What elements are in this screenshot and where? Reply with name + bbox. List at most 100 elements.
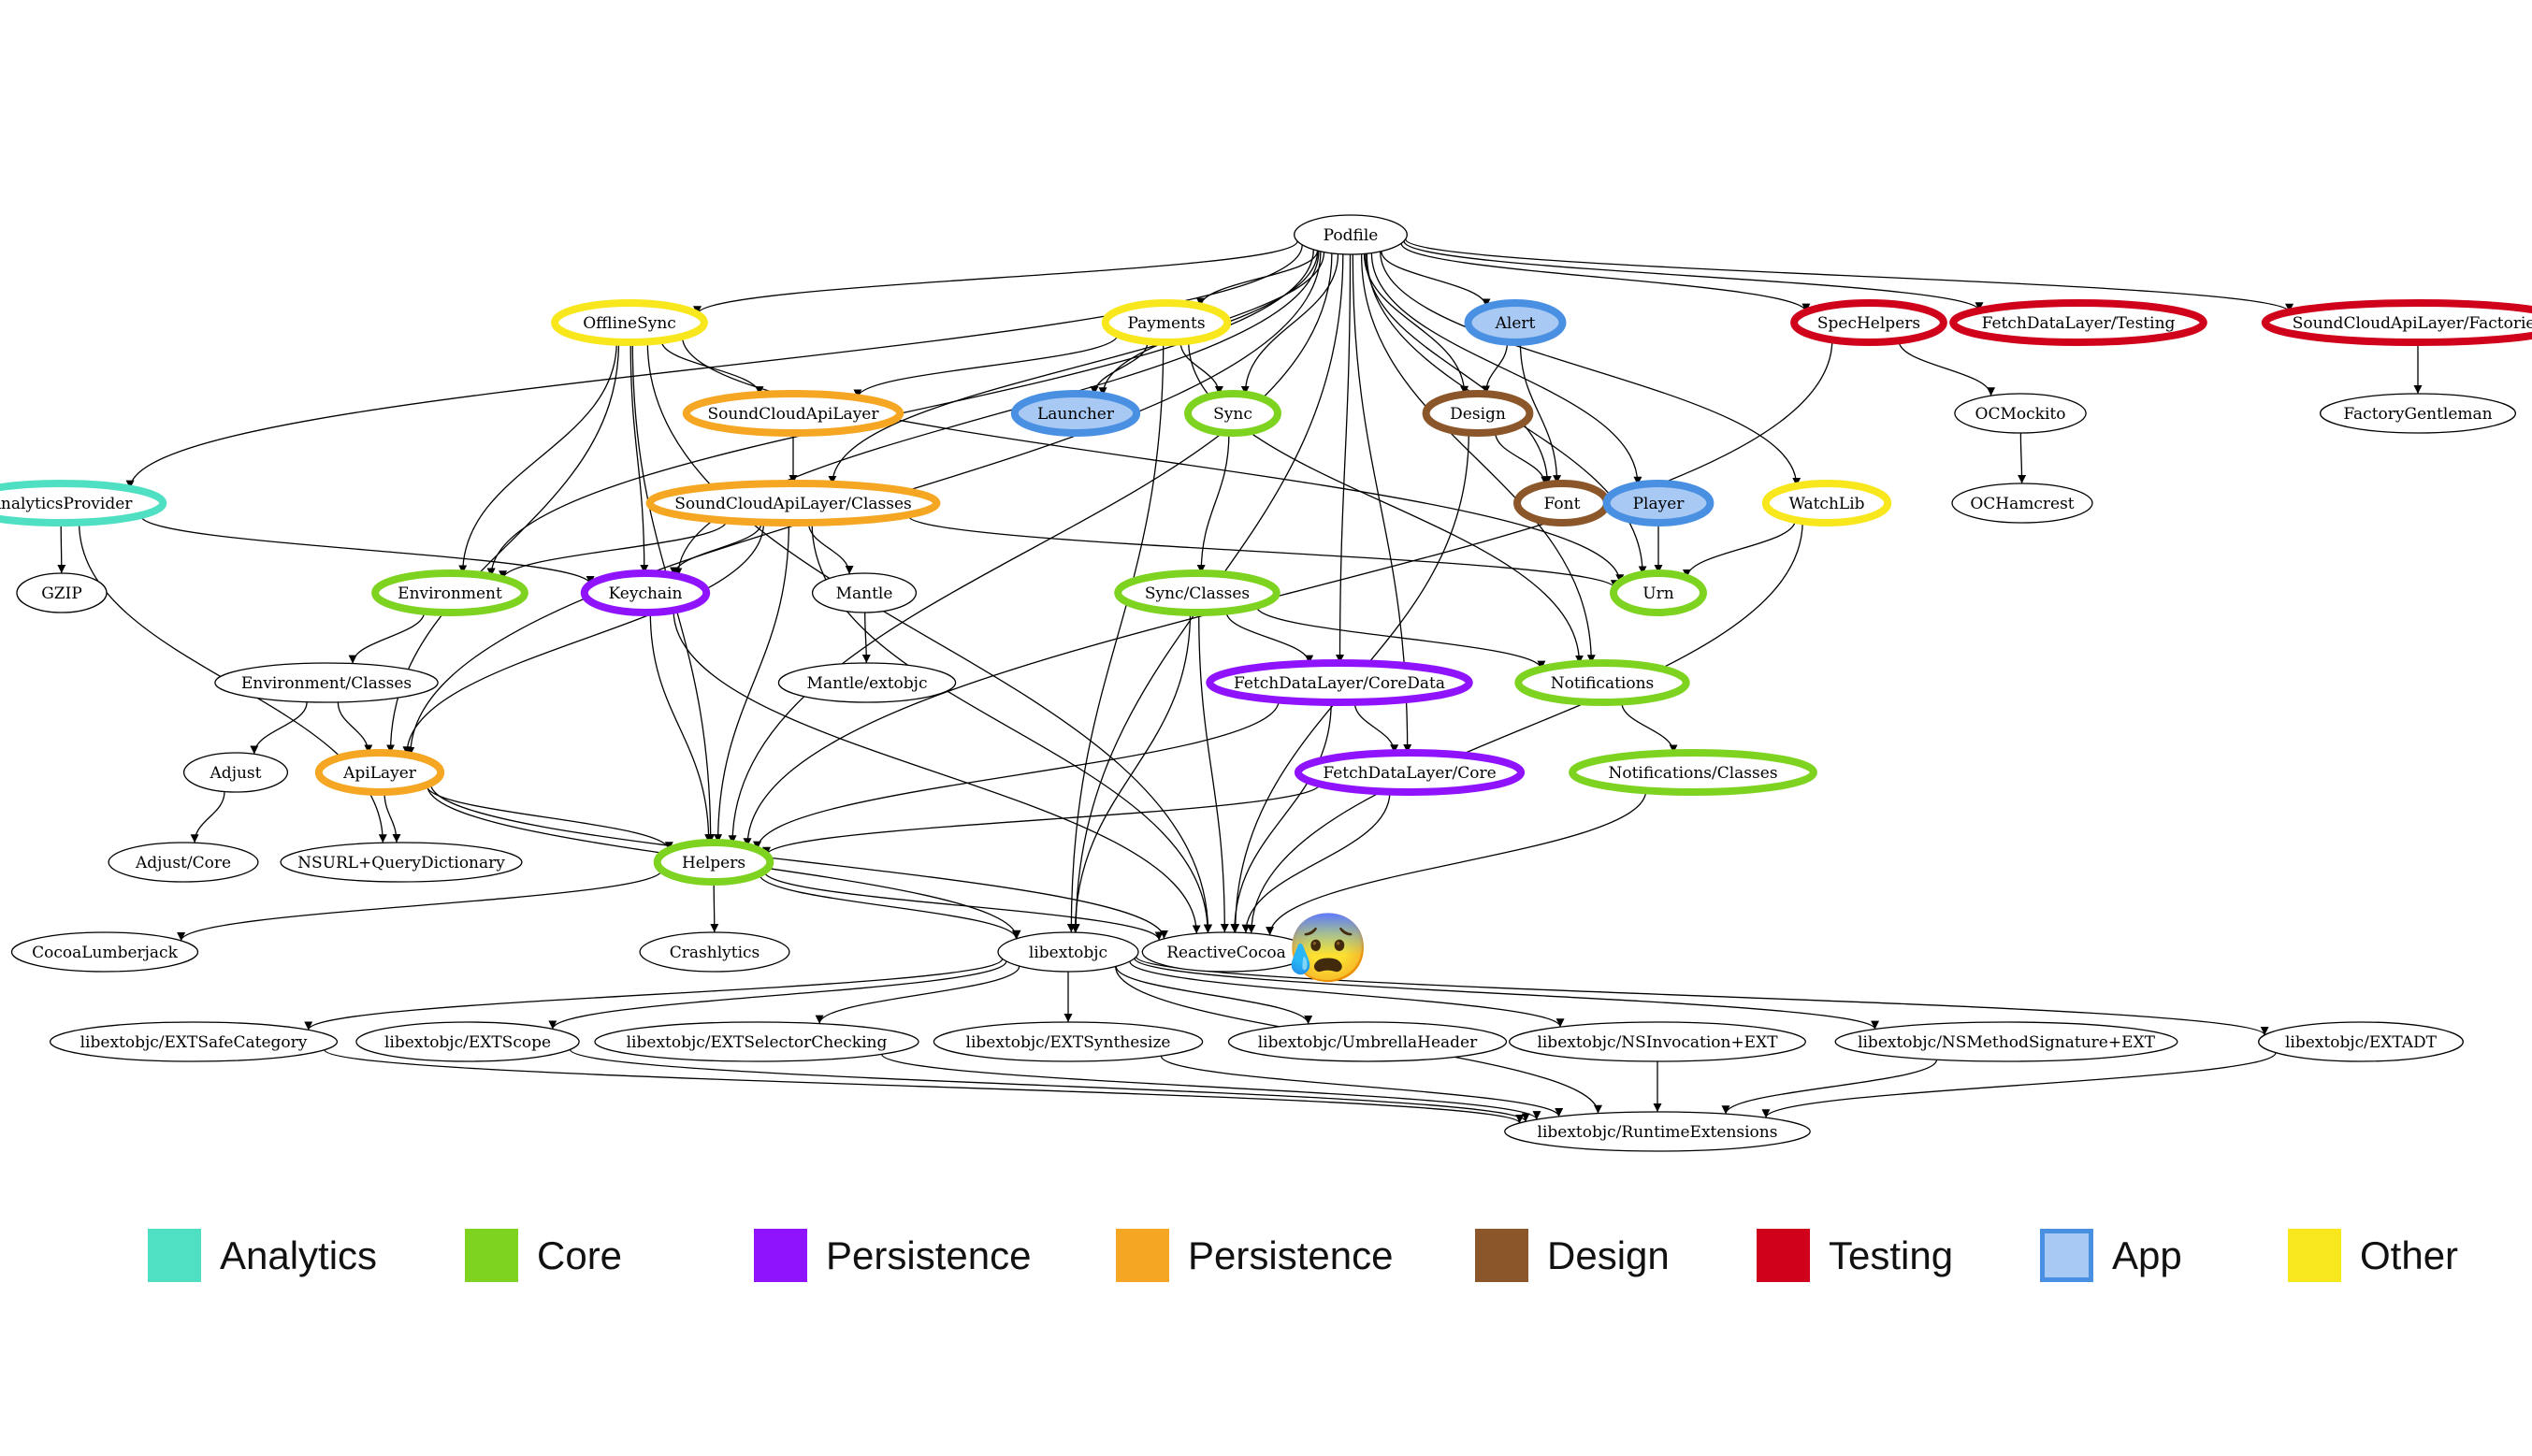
edge-sync_classes-to-fdl_coredata: [1225, 611, 1314, 664]
node-label: NSURL+QueryDictionary: [297, 854, 505, 872]
node-adjust-core: Adjust/Core: [108, 842, 259, 883]
edge-lx_adt-to-lx_runtime: [1761, 1052, 2277, 1118]
legend-label: Persistence: [826, 1233, 1031, 1277]
node-helpers: Helpers: [653, 839, 774, 886]
node-shape: [777, 662, 957, 703]
node-shape: [1504, 1111, 1811, 1152]
node-lx-safecat: libextobjc/EXTSafeCategory: [49, 1021, 339, 1062]
edge-offlinesync-to-urn: [681, 336, 1625, 584]
node-apilayer: ApiLayer: [314, 749, 445, 796]
node-keychain: Keychain: [580, 569, 711, 616]
node-label: Player: [1633, 495, 1686, 513]
edge-podfile-to-spechelpers: [1400, 242, 1811, 312]
node-shape: [645, 480, 941, 526]
edge-libextobjc-to-lx_scope: [548, 960, 1007, 1030]
node-reactivecocoa: ReactiveCocoa: [1141, 931, 1311, 973]
node-shape: [355, 1021, 580, 1062]
node-label: FetchDataLayer/Core: [1323, 764, 1496, 783]
edge-fdl_core-to-reactivecocoa: [1241, 791, 1391, 933]
edge-env_classes-to-adjust: [250, 701, 308, 755]
edge-notif_classes-to-reactivecocoa: [1266, 790, 1647, 936]
node-cocoalumberjack: CocoaLumberjack: [10, 931, 199, 973]
node-scapi-classes: SoundCloudApiLayer/Classes: [645, 480, 941, 526]
edge-podfile-to-offlinesync: [693, 240, 1298, 315]
edge-apilayer-to-reactivecocoa: [429, 783, 1168, 939]
node-label: OCHamcrest: [1970, 495, 2074, 513]
edge-fdl_coredata-to-reactivecocoa: [1230, 701, 1332, 933]
node-shape: [1954, 393, 2087, 434]
edge-podfile-to-scapi_classes: [828, 250, 1319, 484]
edge-podfile-to-fdl_testing: [1403, 240, 1984, 311]
node-shape: [1951, 483, 2093, 524]
edge-libextobjc-to-lx_selcheck: [815, 965, 1020, 1024]
node-ocmockito: OCMockito: [1954, 393, 2087, 434]
edge-watchlib-to-urn: [1682, 519, 1796, 578]
node-shape: [1010, 390, 1141, 437]
edge-analyticsprovider-to-gzip: [57, 522, 66, 574]
edge-scapi_classes-to-apilayer: [402, 522, 765, 756]
node-offlinesync: OfflineSync: [551, 299, 708, 346]
node-label: Design: [1450, 405, 1506, 424]
node-label: WatchLib: [1788, 495, 1864, 513]
node-shape: [2319, 393, 2517, 434]
node-label: Payments: [1127, 314, 1205, 333]
node-sync-classes: Sync/Classes: [1114, 569, 1280, 616]
node-label: ApiLayer: [342, 764, 417, 783]
edge-podfile-to-payments: [1196, 250, 1319, 307]
edge-libextobjc-to-lx_safecat: [304, 958, 1004, 1031]
node-label: Alert: [1495, 314, 1536, 333]
node-label: Launcher: [1037, 405, 1115, 424]
node-fdl-coredata: FetchDataLayer/CoreData: [1206, 659, 1473, 706]
node-payments: Payments: [1101, 299, 1232, 346]
legend-label: Design: [1547, 1233, 1670, 1277]
node-shape: [2258, 1021, 2464, 1062]
node-font: Font: [1513, 480, 1611, 526]
node-label: ReactiveCocoa: [1166, 944, 1286, 962]
edge-environment-to-env_classes: [348, 611, 426, 664]
edge-podfile-to-alert: [1381, 251, 1491, 308]
legend-label: Other: [2360, 1233, 2458, 1277]
node-label: Environment: [398, 584, 502, 603]
node-label: libextobjc/EXTSafeCategory: [80, 1033, 308, 1052]
node-label: Font: [1544, 495, 1581, 513]
node-shape: [1141, 931, 1311, 973]
node-shape: [1294, 214, 1408, 255]
edge-offlinesync-to-keychain: [629, 341, 649, 574]
edge-helpers-to-reactivecocoa: [763, 871, 1164, 941]
edge-apilayer-to-nsurl_qd: [383, 791, 401, 843]
edge-lx_selcheck-to-lx_runtime: [881, 1053, 1541, 1120]
edge-alert-to-font: [1519, 341, 1562, 484]
edge-scapi_classes-to-helpers: [714, 522, 790, 843]
node-label: Adjust/Core: [135, 854, 231, 872]
edge-scapi_classes-to-keychain: [670, 522, 762, 576]
legend-label: Analytics: [220, 1233, 377, 1277]
node-label: Urn: [1642, 584, 1673, 603]
legend-swatch: [754, 1229, 807, 1282]
node-shape: [1184, 390, 1281, 437]
edge-analyticsprovider-to-keychain: [139, 514, 595, 585]
node-alert: Alert: [1464, 299, 1567, 346]
legend-swatch: [465, 1229, 518, 1282]
node-label: Notifications: [1551, 674, 1655, 693]
node-label: Crashlytics: [670, 944, 760, 962]
edge-podfile-to-analyticsprovider: [125, 244, 1303, 489]
edge-libextobjc-to-lx_nsmeth: [1134, 958, 1879, 1031]
node-label: libextobjc/EXTSynthesize: [966, 1033, 1171, 1052]
node-nsurl-qd: NSURL+QueryDictionary: [280, 842, 523, 883]
node-label: libextobjc/EXTSelectorChecking: [627, 1033, 888, 1052]
node-design: Design: [1422, 390, 1534, 437]
node-lx-scope: libextobjc/EXTScope: [355, 1021, 580, 1062]
node-label: CocoaLumberjack: [32, 944, 178, 962]
node-shape: [1101, 299, 1232, 346]
node-label: SoundCloudApiLayer: [708, 405, 880, 424]
node-label: Helpers: [682, 854, 745, 872]
node-shape: [1949, 299, 2207, 346]
node-podfile: Podfile: [1294, 214, 1408, 255]
node-shape: [49, 1021, 339, 1062]
edge-payments-to-scapi: [853, 334, 1119, 398]
legend-swatch: [2288, 1229, 2341, 1282]
node-shape: [1569, 749, 1817, 796]
node-lx-synth: libextobjc/EXTSynthesize: [933, 1021, 1204, 1062]
node-shape: [371, 569, 528, 616]
node-adjust: Adjust: [182, 752, 289, 793]
